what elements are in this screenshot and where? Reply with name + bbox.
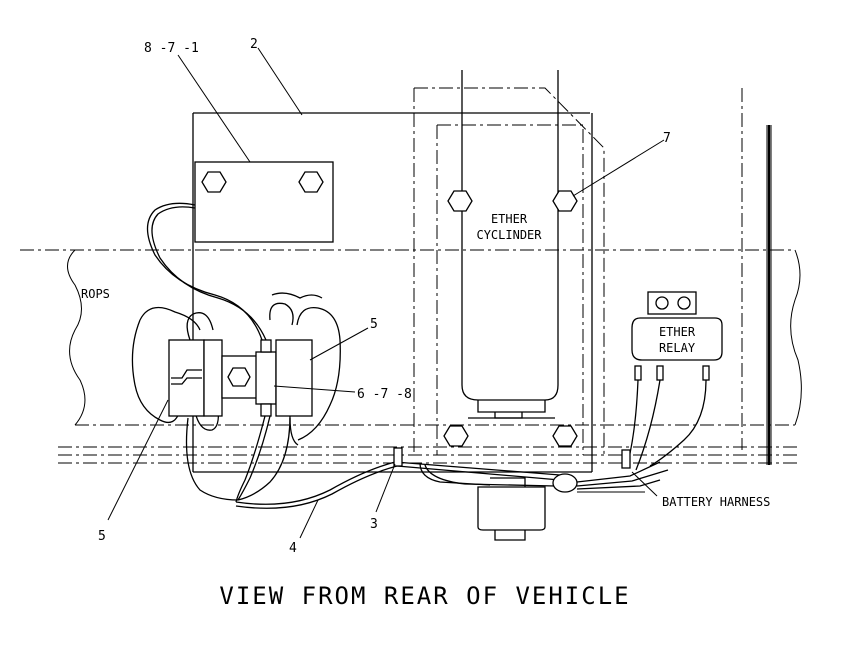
rops-bar [20,249,802,426]
leader-lines [107,47,665,539]
hex-bolt [447,190,473,212]
hex-bolt [201,171,227,193]
label-part-7: 7 [663,131,671,146]
frame-rails [58,446,800,464]
label-battery-harness: BATTERY HARNESS [662,495,770,509]
ether-cylinder-label-line2: CYCLINDER [476,228,542,242]
label-part-5-lower: 5 [98,529,106,544]
right-frame-members [741,88,772,465]
label-part-6-7-8: 6 -7 -8 [357,387,412,402]
hex-bolt [298,171,324,193]
label-part-8-7-1: 8 -7 -1 [144,41,199,56]
ether-cylinder-bracket [413,87,605,455]
hex-bolt [552,190,578,212]
label-part-3: 3 [370,517,378,532]
hex-bolts [443,190,578,447]
ether-relay: ETHER RELAY [631,291,723,381]
thermal-switch-plate [194,161,334,243]
solenoid-valve-assembly [131,292,341,446]
ether-cylinder: ETHER CYCLINDER [461,70,559,419]
wiring-harness [146,202,707,509]
hex-bolt [443,425,469,447]
label-part-5-upper: 5 [370,317,378,332]
label-part-4: 4 [289,541,297,556]
ether-cylinder-label-line1: ETHER [491,212,528,226]
diagram-title: VIEW FROM REAR OF VEHICLE [219,582,630,610]
label-part-2: 2 [250,37,258,52]
label-rops: ROPS [81,287,110,301]
lower-mount [419,462,546,541]
hex-bolt [552,425,578,447]
ether-relay-label-line1: ETHER [659,325,696,339]
ether-relay-label-line2: RELAY [659,341,696,355]
callout-labels: 8 -7 -1 2 7 ROPS 5 6 -7 -8 BATTERY HARNE… [81,37,770,556]
